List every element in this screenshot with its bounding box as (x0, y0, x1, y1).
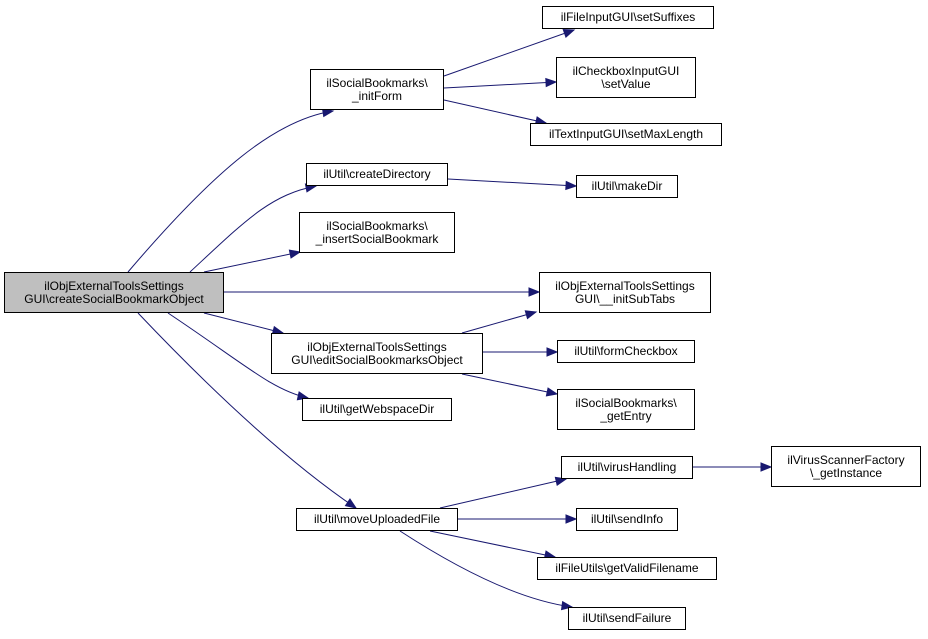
node-get-instance[interactable]: ilVirusScannerFactory \_getInstance (771, 446, 921, 487)
node-label-line: ilUtil\virusHandling (577, 460, 677, 474)
arrowhead (545, 77, 558, 88)
node-form-checkbox[interactable]: ilUtil\formCheckbox (557, 340, 695, 363)
node-label-line: GUI\editSocialBookmarksObject (291, 352, 463, 367)
node-label-line: GUI\__initSubTabs (574, 291, 676, 306)
node-label-line: ilSocialBookmarks\ (326, 75, 428, 90)
edge-move-uploaded-file-to-virus-handling (439, 478, 567, 509)
node-edit-social-bookmarks-object[interactable]: ilObjExternalToolsSettings GUI\editSocia… (271, 333, 483, 374)
node-init-sub-tabs[interactable]: ilObjExternalToolsSettings GUI\__initSub… (539, 272, 711, 313)
node-get-entry[interactable]: ilSocialBookmarks\ _getEntry (557, 389, 695, 430)
node-label-line: ilFileUtils\getValidFilename (555, 561, 699, 575)
node-set-suffixes[interactable]: ilFileInputGUI\setSuffixes (542, 6, 714, 29)
node-label-line: ilCheckboxInputGUI (572, 63, 680, 78)
node-label-line: ilObjExternalToolsSettings (555, 278, 695, 293)
node-label-line: ilObjExternalToolsSettings (44, 278, 184, 293)
edge-root-to-init-form (127, 110, 334, 273)
node-label-line: _insertSocialBookmark (315, 231, 439, 246)
arrowhead (760, 462, 773, 472)
node-label-line: ilUtil\sendFailure (582, 611, 672, 625)
node-label-line: ilSocialBookmarks\ (326, 218, 428, 233)
arrowhead (562, 29, 576, 38)
arrowhead (524, 310, 538, 320)
node-label-line: ilUtil\makeDir (591, 179, 663, 193)
node-label-line: ilObjExternalToolsSettings (307, 339, 447, 354)
arrowhead (344, 498, 358, 509)
node-label-line: ilFileInputGUI\setSuffixes (560, 10, 696, 24)
arrowhead (528, 287, 541, 297)
arrowhead (554, 476, 568, 486)
edge-root-to-move-uploaded-file (137, 312, 357, 509)
arrowhead (546, 347, 559, 357)
edge-create-directory-to-make-dir (447, 178, 577, 187)
edge-root-to-insert-social-bookmark (203, 251, 301, 273)
node-virus-handling[interactable]: ilUtil\virusHandling (561, 456, 693, 479)
edge-root-to-get-webspace-dir (167, 312, 309, 399)
arrowhead (565, 180, 578, 191)
node-label-line: ilUtil\formCheckbox (574, 344, 678, 358)
node-move-uploaded-file[interactable]: ilUtil\moveUploadedFile (296, 508, 458, 531)
edge-init-form-to-set-value (443, 81, 557, 89)
node-label-line: \_getInstance (809, 465, 883, 480)
edge-edit-social-bookmarks-object-to-get-entry (461, 373, 558, 395)
edge-init-form-to-set-max-length (443, 99, 547, 124)
arrowhead (288, 249, 302, 259)
arrowhead (545, 387, 559, 397)
node-label-line: _getEntry (600, 408, 652, 423)
node-label-line: ilSocialBookmarks\ (575, 395, 677, 410)
edge-root-to-create-directory (189, 185, 317, 273)
node-label-line: ilVirusScannerFactory (787, 452, 905, 467)
node-label-line: GUI\createSocialBookmarkObject (24, 291, 204, 306)
node-label-line: ilUtil\getWebspaceDir (319, 402, 435, 416)
node-get-webspace-dir[interactable]: ilUtil\getWebspaceDir (302, 398, 452, 421)
node-root: ilObjExternalToolsSettings GUI\createSoc… (4, 272, 224, 313)
node-init-form[interactable]: ilSocialBookmarks\ _initForm (310, 69, 444, 110)
node-make-dir[interactable]: ilUtil\makeDir (576, 175, 678, 198)
node-label-line: \setValue (601, 76, 651, 91)
edge-init-form-to-set-suffixes (443, 29, 575, 77)
node-label-line: ilTextInputGUI\setMaxLength (548, 127, 704, 141)
node-label-line: ilUtil\sendInfo (590, 512, 664, 526)
node-label-line: ilUtil\createDirectory (323, 167, 431, 181)
edge-move-uploaded-file-to-send-failure (399, 530, 573, 608)
edge-move-uploaded-file-to-get-valid-filename (429, 530, 556, 558)
node-insert-social-bookmark[interactable]: ilSocialBookmarks\ _insertSocialBookmark (299, 212, 455, 253)
node-send-info[interactable]: ilUtil\sendInfo (576, 508, 678, 531)
node-send-failure[interactable]: ilUtil\sendFailure (568, 607, 686, 630)
node-label-line: ilUtil\moveUploadedFile (313, 512, 441, 526)
edge-root-to-edit-social-bookmarks-object (203, 312, 284, 334)
node-set-max-length[interactable]: ilTextInputGUI\setMaxLength (530, 123, 722, 146)
edge-edit-social-bookmarks-object-to-init-sub-tabs (461, 311, 537, 334)
arrowhead (565, 514, 578, 524)
node-create-directory[interactable]: ilUtil\createDirectory (306, 163, 448, 186)
node-get-valid-filename[interactable]: ilFileUtils\getValidFilename (537, 557, 717, 580)
node-set-value[interactable]: ilCheckboxInputGUI \setValue (556, 57, 696, 98)
node-label-line: _initForm (351, 88, 402, 103)
